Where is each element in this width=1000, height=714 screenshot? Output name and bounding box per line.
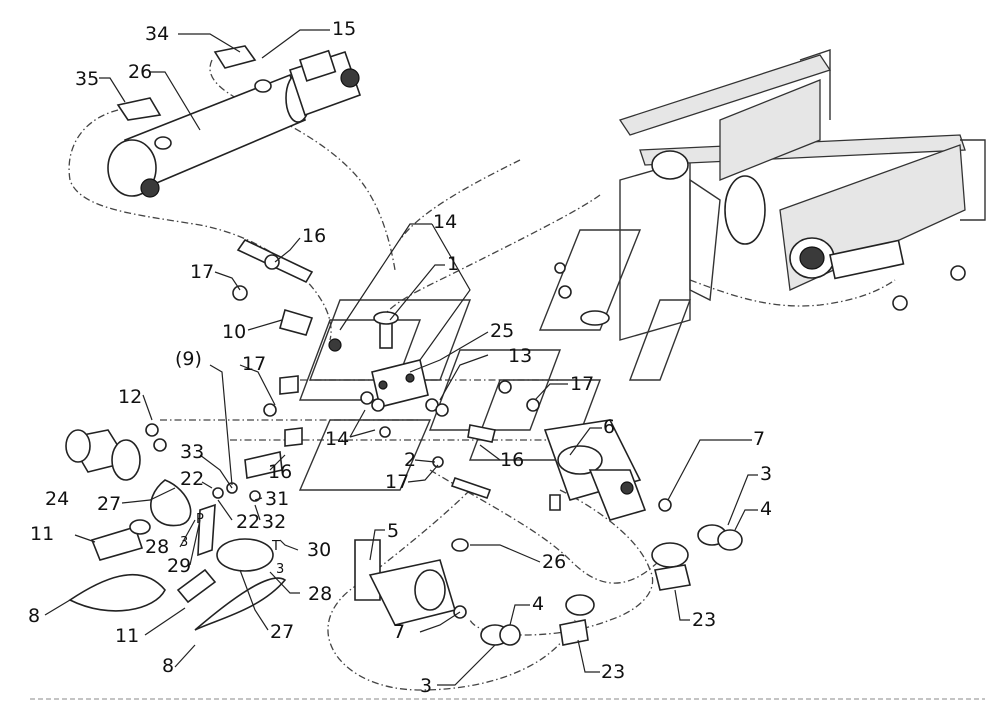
callout-7-low: 7 xyxy=(393,621,405,643)
callout-6: 6 xyxy=(603,416,615,438)
callout-29: 29 xyxy=(167,555,191,577)
callout-14-mid: 14 xyxy=(325,428,349,450)
callout-14-top: 14 xyxy=(433,211,457,233)
callout-8-low: 8 xyxy=(162,655,174,677)
coupler-parts-left xyxy=(65,375,303,631)
callout-11-top: 11 xyxy=(30,523,54,545)
callout-27-left: 27 xyxy=(97,493,121,515)
callout-24: 24 xyxy=(45,488,69,510)
callout-31: 31 xyxy=(265,488,289,510)
callout-32: 32 xyxy=(262,511,286,533)
valve-block xyxy=(360,359,540,500)
callout-1: 1 xyxy=(447,253,459,275)
mark-3-left: 3 xyxy=(180,535,188,550)
callout-28-right: 28 xyxy=(308,583,332,605)
callout-15: 15 xyxy=(332,18,356,40)
callout-4-right: 4 xyxy=(760,498,772,520)
callout-17-low: 17 xyxy=(385,471,409,493)
hydraulic-cylinder xyxy=(107,45,362,198)
callout-23-low: 23 xyxy=(601,661,625,683)
callout-9-ref: (9) xyxy=(175,348,202,370)
callout-11-low: 11 xyxy=(115,625,139,647)
fittings-upper xyxy=(232,238,399,352)
callout-17-right: 17 xyxy=(570,373,594,395)
callout-16-top: 16 xyxy=(302,225,326,247)
callout-28-left: 28 xyxy=(145,536,169,558)
callout-22-low: 22 xyxy=(236,511,260,533)
callout-26-low: 26 xyxy=(542,551,566,573)
hitch-parts-right xyxy=(354,419,743,646)
callout-30: 30 xyxy=(307,539,331,561)
callout-26-top: 26 xyxy=(128,61,152,83)
callout-13: 13 xyxy=(508,345,532,367)
callout-12: 12 xyxy=(118,386,142,408)
callout-3-low: 3 xyxy=(420,675,432,697)
callout-labels: 34 15 35 26 16 17 14 1 10 25 13 (9) 17 1… xyxy=(28,18,772,697)
callout-34: 34 xyxy=(145,23,169,45)
callout-25: 25 xyxy=(490,320,514,342)
callout-4-low: 4 xyxy=(532,593,544,615)
mark-P: P xyxy=(196,512,204,527)
callout-8-top: 8 xyxy=(28,605,40,627)
callout-16-right: 16 xyxy=(500,449,524,471)
callout-17-top: 17 xyxy=(190,261,214,283)
callout-10: 10 xyxy=(222,321,246,343)
leader-lines xyxy=(44,29,758,686)
callout-16-left: 16 xyxy=(268,461,292,483)
mark-T: T xyxy=(271,539,280,554)
callout-5: 5 xyxy=(387,520,399,542)
callout-33: 33 xyxy=(180,441,204,463)
mark-3-right: 3 xyxy=(276,562,284,577)
callout-27-low: 27 xyxy=(270,621,294,643)
callout-17-mid: 17 xyxy=(242,353,266,375)
inline-marks: 3 3 T P xyxy=(180,512,284,577)
callout-35: 35 xyxy=(75,68,99,90)
callout-22-top: 22 xyxy=(180,468,204,490)
tractor-frame-assembly xyxy=(554,49,986,326)
callout-3-right: 3 xyxy=(760,463,772,485)
callout-2: 2 xyxy=(404,449,416,471)
callout-7-right: 7 xyxy=(753,428,765,450)
callout-23-right: 23 xyxy=(692,609,716,631)
